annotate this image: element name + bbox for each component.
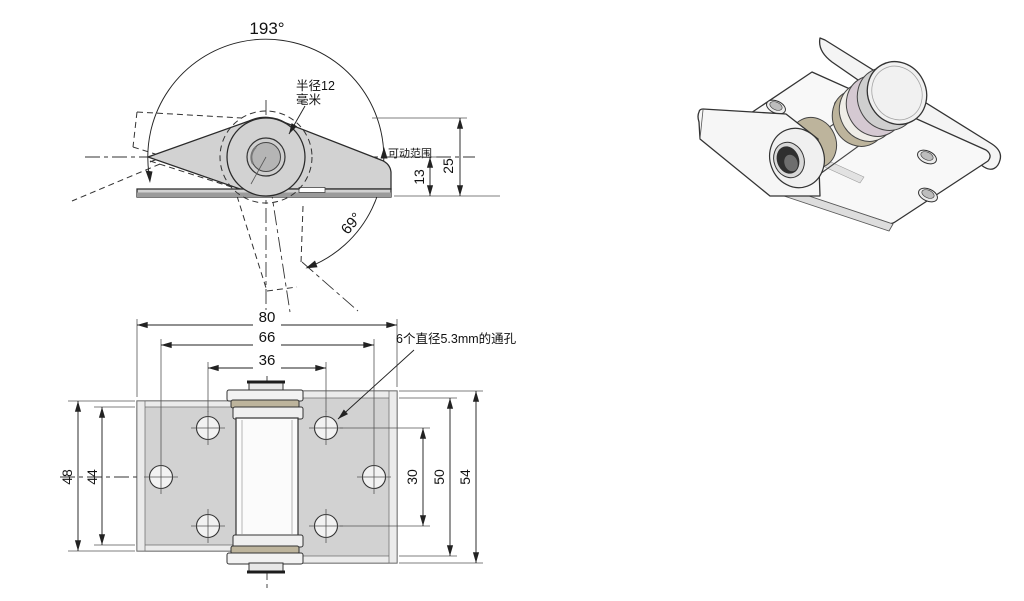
dim-36: 36 <box>259 352 276 369</box>
top-view: 80 66 36 6个直径5.3mm的通孔 48 44 <box>59 309 517 590</box>
hole-shading <box>250 146 257 165</box>
dim-25: 25 <box>440 158 456 174</box>
radius-note-line1: 半径12 <box>296 79 335 93</box>
left-dimensions: 48 44 <box>59 400 135 552</box>
iso-boss-hole-inner <box>784 154 798 172</box>
hole <box>144 460 178 494</box>
movable-range-label: 可动范围 <box>388 146 432 160</box>
screw-holes <box>144 411 391 543</box>
holes-note-leader <box>337 349 415 420</box>
hinge-barrel <box>226 380 304 574</box>
radius-note-line2: 毫米 <box>296 92 322 107</box>
angle-193-label: 193° <box>249 19 284 38</box>
hole <box>191 411 225 445</box>
angle-69-label: 69° <box>338 210 366 238</box>
open-position-centerline <box>301 261 359 312</box>
radius-line <box>250 156 267 185</box>
hole <box>191 509 225 543</box>
arc-arrow-right <box>380 147 388 159</box>
iso-pin-cap-stack <box>831 60 928 147</box>
range-arc <box>147 38 385 268</box>
dim-66: 66 <box>259 329 276 346</box>
right-dimensions: 30 50 54 <box>340 390 483 564</box>
plate-notch <box>298 187 326 193</box>
isometric-view <box>697 37 1002 232</box>
holes-note: 6个直径5.3mm的通孔 <box>396 331 517 346</box>
dim-50: 50 <box>431 469 447 485</box>
dim-80: 80 <box>259 309 276 326</box>
width-dimensions: 80 66 36 <box>136 309 398 460</box>
dim-48: 48 <box>59 469 75 485</box>
dim-30: 30 <box>404 469 420 485</box>
iso-wing-tip-facet <box>699 109 704 140</box>
radius-leader <box>288 105 306 135</box>
arc-arrow-left <box>145 170 153 183</box>
rotated-hub-phantom-circle <box>219 110 313 204</box>
dim-54: 54 <box>457 469 473 485</box>
hole <box>309 509 343 543</box>
dim-13: 13 <box>411 169 427 185</box>
rotated-axis-centerline <box>265 156 291 313</box>
front-view: 半径12 毫米 193° 69° 可动范围 13 25 <box>71 19 500 318</box>
hole <box>357 460 391 494</box>
hole <box>309 411 343 445</box>
dim-44: 44 <box>84 469 100 485</box>
arc-arrow-bottom <box>305 260 318 269</box>
